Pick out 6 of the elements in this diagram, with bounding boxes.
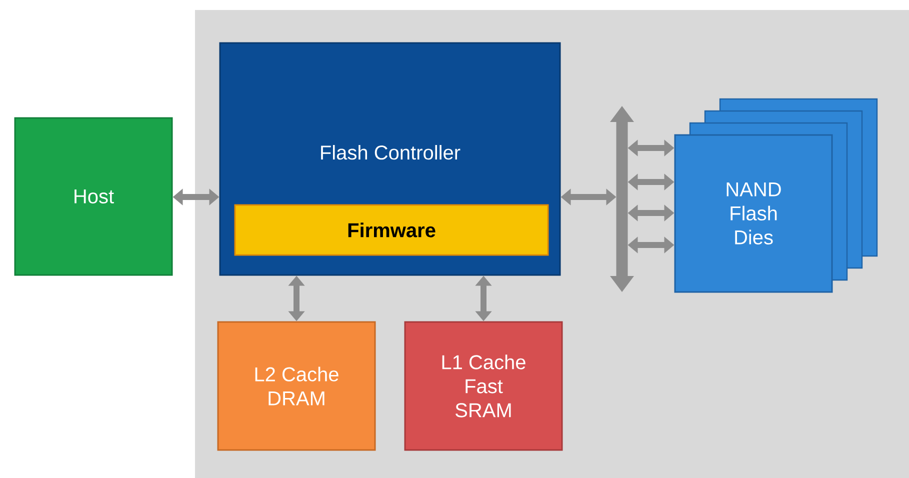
host-box: Host bbox=[14, 117, 173, 276]
bus-bar bbox=[610, 106, 634, 292]
die-box: NAND Flash Dies bbox=[674, 134, 833, 293]
cache-box: L1 Cache Fast SRAM bbox=[404, 321, 563, 451]
firmware-bar: Firmware bbox=[234, 204, 549, 256]
cache-box: L2 Cache DRAM bbox=[217, 321, 376, 451]
